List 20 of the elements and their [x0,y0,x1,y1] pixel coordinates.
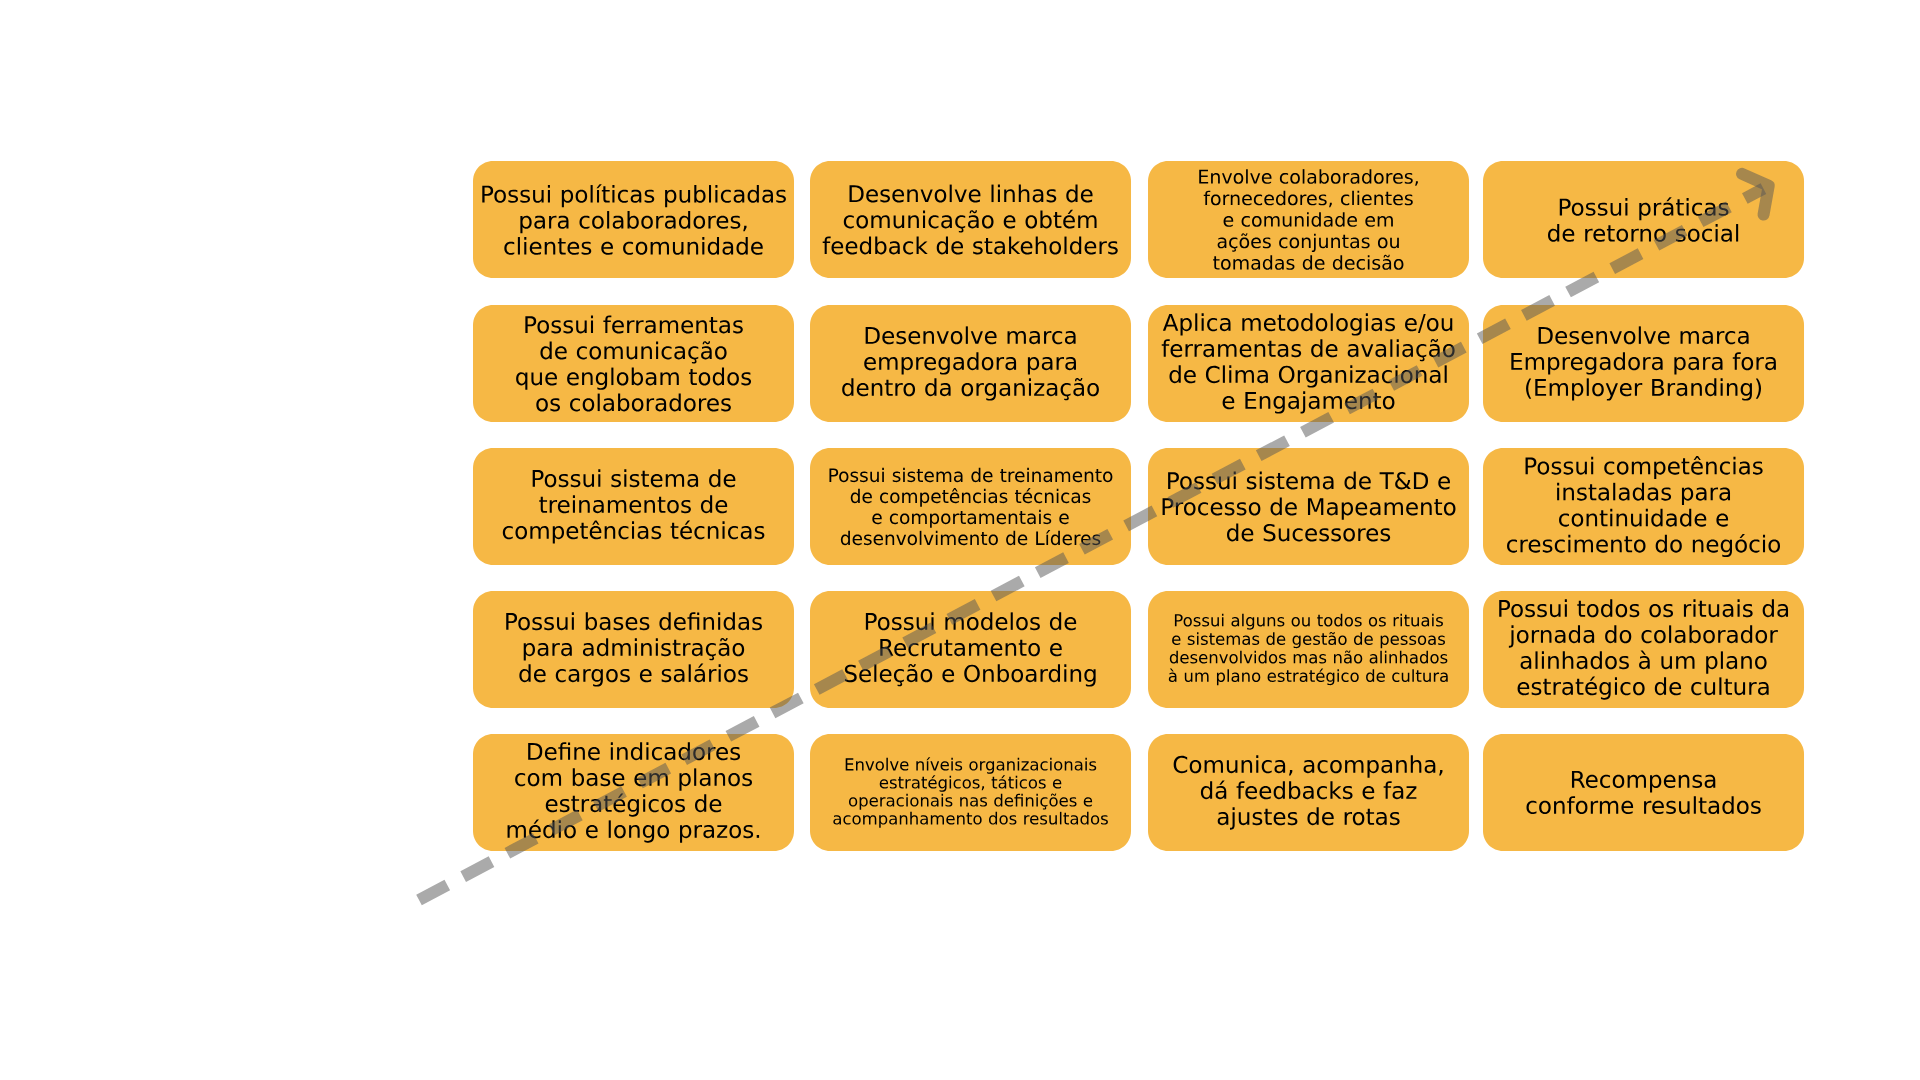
rounded-box: Aplica metodologias e/ou ferramentas de avaliação de Clima Organizacional e Engajamento [1148,305,1469,422]
rounded-box: Possui alguns ou todos os rituais e sistemas de gestão de pessoas desenvolvidos mas não alinhados à um plano estratégico de cultura [1148,591,1469,708]
rounded-box: Desenvolve marca Empregadora para fora (Employer Branding) [1483,305,1804,422]
rounded-box: Possui sistema de treinamentos de competências técnicas [473,448,794,565]
rounded-box: Possui bases definidas para administração de cargos e salários [473,591,794,708]
rounded-box: Possui ferramentas de comunicação que englobam todos os colaboradores [473,305,794,422]
rounded-box: Possui todos os rituais da jornada do colaborador alinhados à um plano estratégico de cultura [1483,591,1804,708]
rounded-box: Possui políticas publicadas para colaboradores, clientes e comunidade [473,161,794,278]
rounded-box: Envolve níveis organizacionais estratégicos, táticos e operacionais nas definições e acompanhamento dos resultados [810,734,1131,851]
rounded-box: Define indicadores com base em planos estratégicos de médio e longo prazos. [473,734,794,851]
rounded-box: Possui práticas de retorno social [1483,161,1804,278]
rounded-box: Possui sistema de T&D e Processo de Mapeamento de Sucessores [1148,448,1469,565]
rounded-box: Comunica, acompanha, dá feedbacks e faz ajustes de rotas [1148,734,1469,851]
rounded-box: Envolve colaboradores, fornecedores, clientes e comunidade em ações conjuntas ou tomadas de decisão [1148,161,1469,278]
rounded-box: Possui modelos de Recrutamento e Seleção e Onboarding [810,591,1131,708]
rounded-box: Possui sistema de treinamento de competências técnicas e comportamentais e desenvolvimento de Líderes [810,448,1131,565]
rounded-box: Recompensa conforme resultados [1483,734,1804,851]
rounded-box: Desenvolve linhas de comunicação e obtém feedback de stakeholders [810,161,1131,278]
rounded-box: Desenvolve marca empregadora para dentro da organização [810,305,1131,422]
rounded-box: Possui competências instaladas para continuidade e crescimento do negócio [1483,448,1804,565]
